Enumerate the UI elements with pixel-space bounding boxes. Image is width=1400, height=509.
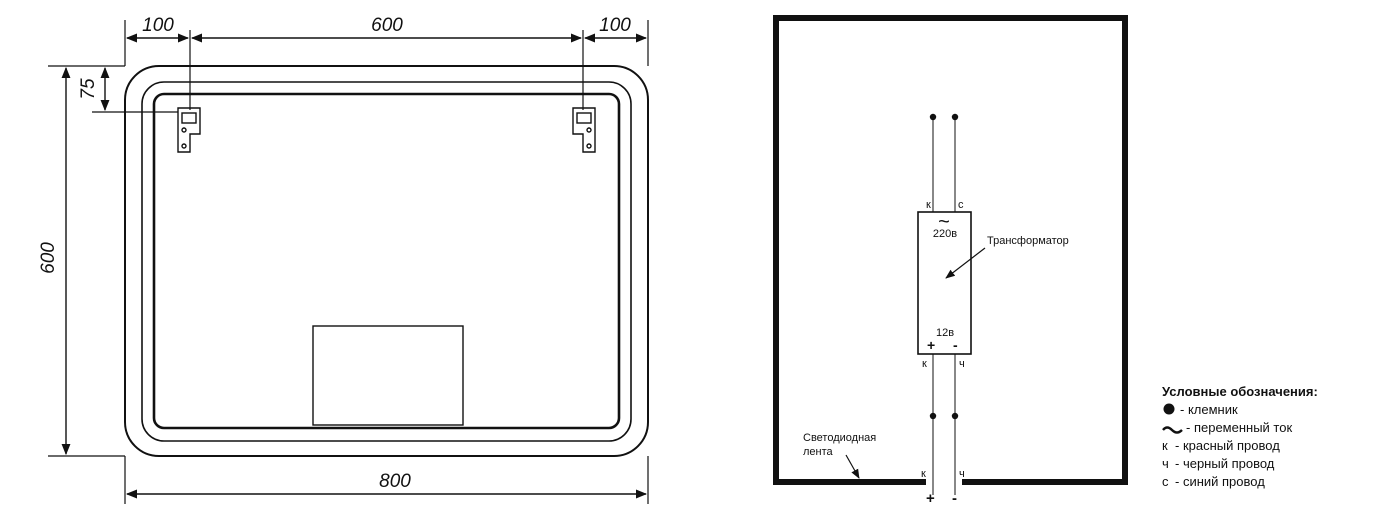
wiring-drawing bbox=[773, 15, 1128, 495]
mirror-outer-frame bbox=[124, 65, 649, 457]
terminal-dot bbox=[951, 113, 959, 121]
legend-item-symbol: к bbox=[1162, 438, 1168, 453]
input-voltage: 220в bbox=[933, 228, 957, 240]
wire-label-bottom-left: к bbox=[921, 468, 926, 480]
transformer-pointer bbox=[945, 247, 986, 279]
mirror-inner-frame bbox=[141, 81, 632, 442]
legend-item-text: - красный провод bbox=[1175, 438, 1280, 453]
wire-label-top-right: с bbox=[958, 199, 964, 211]
terminal-dot bbox=[929, 412, 937, 420]
transformer-box bbox=[917, 211, 972, 355]
dim-bottom: 800 bbox=[379, 471, 411, 492]
tilde-icon bbox=[1162, 426, 1183, 434]
dim-top-middle: 600 bbox=[371, 15, 403, 36]
legend-item-symbol: ч bbox=[1162, 456, 1169, 471]
wire-label-top-left: к bbox=[926, 199, 931, 211]
plus-sign: + bbox=[927, 337, 935, 353]
wire-label-mid-right: ч bbox=[959, 358, 965, 370]
dot-icon bbox=[1163, 403, 1175, 415]
dimension-lines bbox=[61, 33, 648, 499]
ac-symbol: ~ bbox=[938, 211, 950, 233]
legend: Условные обозначения: - клемник - переме… bbox=[1162, 384, 1318, 489]
mirror-drawing bbox=[48, 20, 649, 504]
mirror-glass bbox=[152, 92, 621, 430]
led-label-line2: лента bbox=[803, 446, 834, 458]
dim-left-height: 600 bbox=[38, 242, 59, 274]
terminals bbox=[929, 113, 959, 420]
bracket-left bbox=[177, 107, 201, 153]
legend-item-symbol: с bbox=[1162, 474, 1169, 489]
legend-title: Условные обозначения: bbox=[1162, 384, 1318, 399]
bracket-right bbox=[572, 107, 596, 153]
led-label-line1: Светодиодная bbox=[803, 432, 876, 444]
dim-top-left: 100 bbox=[142, 15, 174, 36]
mirror-back-frame bbox=[773, 15, 1128, 485]
bottom-plus-sign: + bbox=[926, 490, 935, 507]
terminal-dot bbox=[929, 113, 937, 121]
output-voltage: 12в bbox=[936, 327, 954, 339]
minus-sign: - bbox=[953, 337, 958, 353]
legend-item-text: - синий провод bbox=[1175, 474, 1265, 489]
wire-label-mid-left: к bbox=[922, 358, 927, 370]
dim-left-offset: 75 bbox=[78, 78, 99, 100]
wire-label-bottom-right: ч bbox=[959, 468, 965, 480]
bottom-minus-sign: - bbox=[952, 490, 957, 507]
led-strip-pointer bbox=[845, 454, 860, 479]
extension-lines bbox=[48, 20, 649, 504]
legend-item-text: - черный провод bbox=[1175, 456, 1275, 471]
transformer-label: Трансформатор bbox=[987, 235, 1069, 247]
mirror-bottom-box bbox=[312, 325, 464, 426]
terminal-dot bbox=[951, 412, 959, 420]
legend-item-text: - клемник bbox=[1180, 402, 1238, 417]
dim-top-right: 100 bbox=[599, 15, 631, 36]
legend-item-text: - переменный ток bbox=[1186, 420, 1292, 435]
